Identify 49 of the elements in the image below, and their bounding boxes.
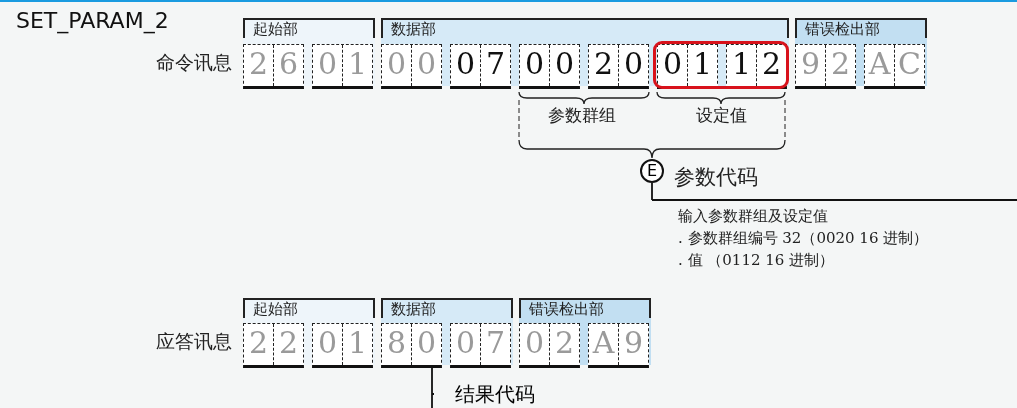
hex-digit: 0 bbox=[411, 45, 441, 86]
hex-digit: 0 bbox=[411, 324, 441, 365]
hex-digit: 2 bbox=[247, 45, 270, 83]
hex-digit: A bbox=[591, 324, 616, 362]
connector-line bbox=[431, 366, 435, 408]
section-header: 起始部 bbox=[243, 298, 375, 318]
description-line: . 参数群组编号 32（0020 16 进制） bbox=[678, 228, 930, 249]
hex-digit: 0 bbox=[385, 45, 408, 83]
result-code-caption: 结果代码 bbox=[434, 380, 535, 408]
hex-digit: 9 bbox=[799, 45, 822, 83]
section-header: 错误检出部 bbox=[795, 18, 927, 38]
hex-digit: C bbox=[894, 45, 924, 86]
hex-digit: 2 bbox=[247, 324, 270, 362]
hex-digit: 1 bbox=[342, 324, 372, 365]
hex-digit: 7 bbox=[480, 45, 510, 86]
brace-label: 参数群组 bbox=[548, 104, 616, 127]
section-header: 错误检出部 bbox=[519, 298, 651, 318]
hex-digit: 8 bbox=[385, 324, 408, 362]
hex-digit: 2 bbox=[592, 45, 615, 83]
hex-digit: 0 bbox=[523, 324, 546, 362]
connector-line bbox=[651, 182, 653, 201]
row-label: 命令讯息 bbox=[156, 50, 232, 75]
hex-digit: 6 bbox=[273, 45, 303, 86]
hex-digit: 9 bbox=[618, 324, 648, 365]
section-header: 数据部 bbox=[381, 298, 513, 318]
description-line: 输入参数群组及设定值 bbox=[678, 206, 829, 227]
brace-label: 设定值 bbox=[696, 104, 747, 127]
section-header: 数据部 bbox=[381, 18, 789, 38]
hex-digit: 0 bbox=[454, 45, 477, 83]
hex-digit: 1 bbox=[342, 45, 372, 86]
hex-digit: 0 bbox=[523, 45, 546, 83]
hex-digit: 2 bbox=[273, 324, 303, 365]
hex-digit: 2 bbox=[825, 45, 855, 86]
circle-marker: E bbox=[640, 159, 664, 183]
hex-digit: 0 bbox=[316, 45, 339, 83]
hex-digit: 0 bbox=[549, 45, 579, 86]
hex-digit: A bbox=[867, 45, 892, 83]
code-caption: 参数代码 bbox=[674, 164, 758, 191]
hex-digit: 0 bbox=[454, 324, 477, 362]
hex-digit: 0 bbox=[316, 324, 339, 362]
diagram-title: SET_PARAM_2 bbox=[16, 8, 169, 33]
hex-digit: 2 bbox=[549, 324, 579, 365]
hex-digit: 1 bbox=[730, 45, 753, 83]
section-header: 起始部 bbox=[243, 18, 375, 38]
hex-digit: 7 bbox=[480, 324, 510, 365]
description-line: . 值 （0112 16 进制） bbox=[678, 250, 836, 271]
row-label: 应答讯息 bbox=[156, 329, 232, 354]
hex-digit: 0 bbox=[618, 45, 648, 86]
hex-digit: 0 bbox=[661, 45, 684, 83]
